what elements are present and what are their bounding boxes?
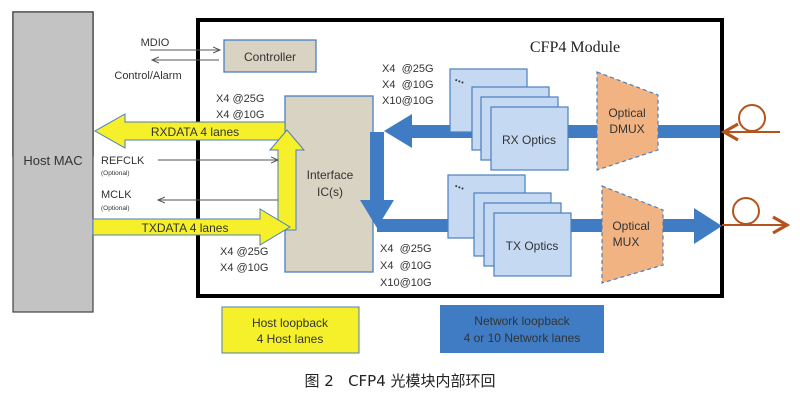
optical-dmux <box>596 71 659 171</box>
mclk-note: (Optional) <box>101 205 130 212</box>
tx-optics-label: TX Optics <box>506 239 559 253</box>
rx-rate-2: X4 @10G <box>382 79 434 91</box>
legend-network-loopback-line2: 4 or 10 Network lanes <box>464 331 581 345</box>
legend-network-loopback <box>440 305 604 353</box>
fiber-input-icon <box>720 104 780 142</box>
rxdata-arrow <box>93 113 286 149</box>
mclk-label: MCLK <box>101 189 132 201</box>
host-rate-bottom-1: X4 @25G <box>220 246 268 258</box>
rx-network-arrowhead <box>384 114 412 148</box>
optical-dmux-label-1: Optical <box>608 106 645 120</box>
controller-block <box>223 39 317 73</box>
rx-rate-3: X10@10G <box>382 95 434 107</box>
legend-host-loopback <box>221 306 360 354</box>
legend-host-loopback-line1: Host loopback <box>252 316 329 330</box>
control-alarm-label: Control/Alarm <box>114 70 181 82</box>
optical-mux <box>601 185 664 284</box>
network-loopback-vertical <box>370 132 384 202</box>
tx-network-arrowhead <box>694 208 722 244</box>
fiber-output-icon <box>722 197 791 235</box>
module-title: CFP4 Module <box>530 39 620 56</box>
host-rate-top-2: X4 @10G <box>216 109 264 121</box>
optical-mux-label-1: Optical <box>612 219 649 233</box>
tx-rate-2: X4 @10G <box>380 260 432 272</box>
controller-label: Controller <box>244 50 296 64</box>
host-rate-bottom-2: X4 @10G <box>220 262 268 274</box>
optical-dmux-label-2: DMUX <box>609 122 644 136</box>
rx-optics-ellipsis: ... <box>453 70 467 87</box>
host-mac-label: Host MAC <box>23 153 82 168</box>
rx-rate-1: X4 @25G <box>382 63 434 75</box>
refclk-note: (Optional) <box>101 170 130 177</box>
cfp4-module-border <box>196 18 724 298</box>
network-loopback-arrowhead <box>360 200 394 228</box>
host-rate-top-1: X4 @25G <box>216 93 264 105</box>
host-loopback-arrow <box>268 129 306 231</box>
interface-ic-label-2: IC(s) <box>317 185 343 199</box>
refclk-label: REFCLK <box>101 155 145 167</box>
tx-rate-1: X4 @25G <box>380 243 432 255</box>
rxdata-label: RXDATA 4 lanes <box>151 125 239 139</box>
tx-rate-3: X10@10G <box>380 277 432 289</box>
host-mac-frame <box>12 11 94 313</box>
interface-ic-block <box>284 95 374 273</box>
rx-optics-label: RX Optics <box>502 133 556 147</box>
txdata-label: TXDATA 4 lanes <box>142 221 229 235</box>
tx-optics-ellipsis: ... <box>453 176 467 193</box>
mdio-label: MDIO <box>141 37 170 49</box>
rx-optics-stack <box>449 68 569 171</box>
figure-caption: 图 2 CFP4 光模块内部环回 <box>304 372 496 390</box>
tx-optics-stack <box>447 174 572 277</box>
optical-mux-label-2: MUX <box>613 235 640 249</box>
legend-host-loopback-line2: 4 Host lanes <box>257 332 324 346</box>
legend-network-loopback-line1: Network loopback <box>474 314 570 328</box>
txdata-arrow <box>92 208 291 246</box>
interface-ic-label-1: Interface <box>307 168 354 182</box>
